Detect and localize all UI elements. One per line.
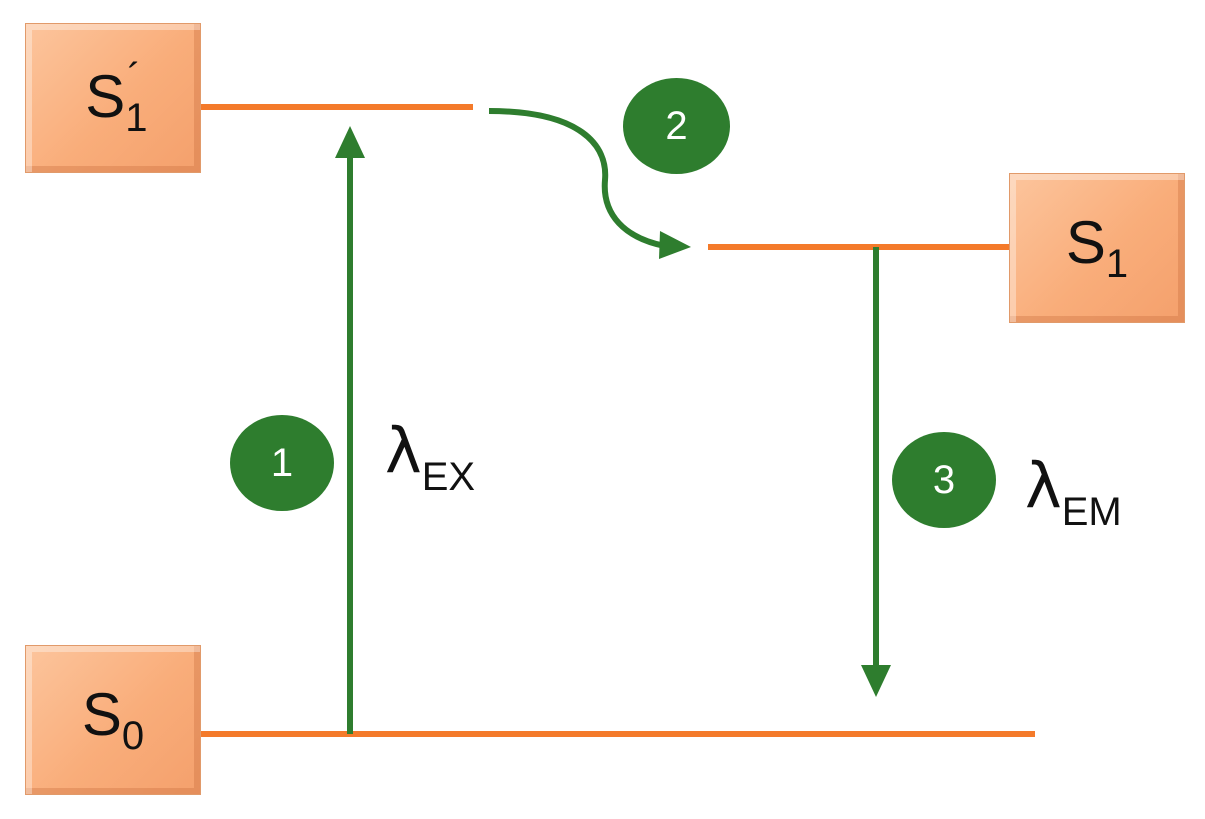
relaxation-arrow — [488, 108, 666, 249]
excitation-arrowhead — [335, 126, 365, 158]
state-s0-box: S0 — [25, 645, 201, 795]
state-symbol: S — [85, 63, 126, 130]
state-symbol: S — [81, 680, 122, 748]
excitation-wavelength-label: λEX — [385, 420, 476, 499]
step-3-badge: 3 — [892, 432, 996, 528]
state-symbol: S — [1065, 208, 1106, 276]
emission-wavelength-label: λEM — [1025, 455, 1122, 534]
wavelength-subscript: EM — [1061, 490, 1122, 534]
state-s0-label: S0 — [82, 684, 145, 758]
wavelength-subscript: EX — [421, 455, 476, 499]
prime-mark: ´ — [127, 56, 141, 100]
state-s1-box: S1 — [1009, 173, 1185, 323]
step-2-badge: 2 — [623, 78, 730, 174]
state-s1-label: S1 — [1066, 212, 1129, 286]
step-1-badge: 1 — [230, 415, 334, 511]
state-s1-prime-label: S1´ — [85, 56, 147, 138]
state-s1-prime-box: S1´ — [25, 23, 201, 173]
emission-arrowhead — [861, 665, 891, 697]
relaxation-arrowhead — [659, 231, 691, 259]
lambda-symbol: λ — [1025, 449, 1062, 522]
state-subscript: 1 — [125, 96, 148, 140]
state-subscript: 0 — [121, 713, 145, 758]
lambda-symbol: λ — [385, 414, 422, 487]
state-subscript: 1 — [1105, 241, 1129, 286]
